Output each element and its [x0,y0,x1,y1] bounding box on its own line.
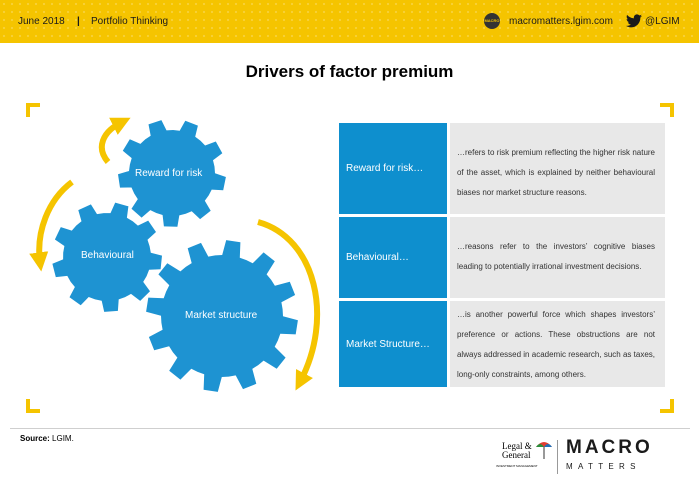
page-title: Drivers of factor premium [245,62,454,81]
legal-general-logo: Legal & General [502,442,532,460]
gear-label-reward: Reward for risk [135,168,203,179]
footer-divider [10,428,690,429]
table-value: …reasons refer to the investors’ cogniti… [449,217,665,298]
source-text: LGIM. [52,434,74,443]
source-label: Source: [20,434,50,443]
table-key: Market Structure… [339,301,447,387]
twitter-icon[interactable] [626,14,642,28]
cycle-arrow-top [98,117,131,164]
matters-logo-text: MATTERS [566,462,641,471]
source-note: Source: LGIM. [20,434,74,443]
header-date: June 2018 [18,16,65,27]
lg-line1: Legal & [502,441,532,451]
lg-subtitle: INVESTMENT MANAGEMENT [496,464,538,468]
gear-label-behavioural: Behavioural [81,250,134,261]
table-row: Market Structure… …is another powerful f… [339,301,665,387]
header-site-link[interactable]: macromatters.lgim.com [509,16,613,27]
table-row: Behavioural… …reasons refer to the inves… [339,217,665,298]
macro-logo-text: MACRO [566,437,653,458]
table-key: Behavioural… [339,217,447,298]
corner-bracket-bottom-right [660,399,674,413]
corner-bracket-top-left [26,103,40,117]
corner-bracket-top-right [660,103,674,117]
table-value: …refers to risk premium reflecting the h… [449,123,665,214]
lg-line2: General [502,450,531,460]
cycle-arrow-left [29,179,74,272]
logo-divider [557,440,558,474]
header-handle-link[interactable]: @LGIM [645,16,680,27]
cycle-arrow-right [257,219,321,391]
header-section: Portfolio Thinking [91,16,169,27]
gears-diagram: Reward for risk Behavioural Market struc… [0,100,340,400]
table-value: …is another powerful force which shapes … [449,301,665,387]
header-separator: | [77,16,80,27]
gear-behavioural [52,202,162,312]
table-key: Reward for risk… [339,123,447,214]
gear-label-market: Market structure [185,310,258,321]
table-row: Reward for risk… …refers to risk premium… [339,123,665,214]
gear-reward [118,120,226,227]
gear-market [146,240,298,392]
header-bar: June 2018 | Portfolio Thinking MACRO MAT… [0,0,699,43]
macromatters-badge-icon: MACRO MATTERS [484,13,503,39]
corner-bracket-bottom-left [26,399,40,413]
gears-svg [29,117,321,392]
umbrella-logo-icon [536,442,552,459]
